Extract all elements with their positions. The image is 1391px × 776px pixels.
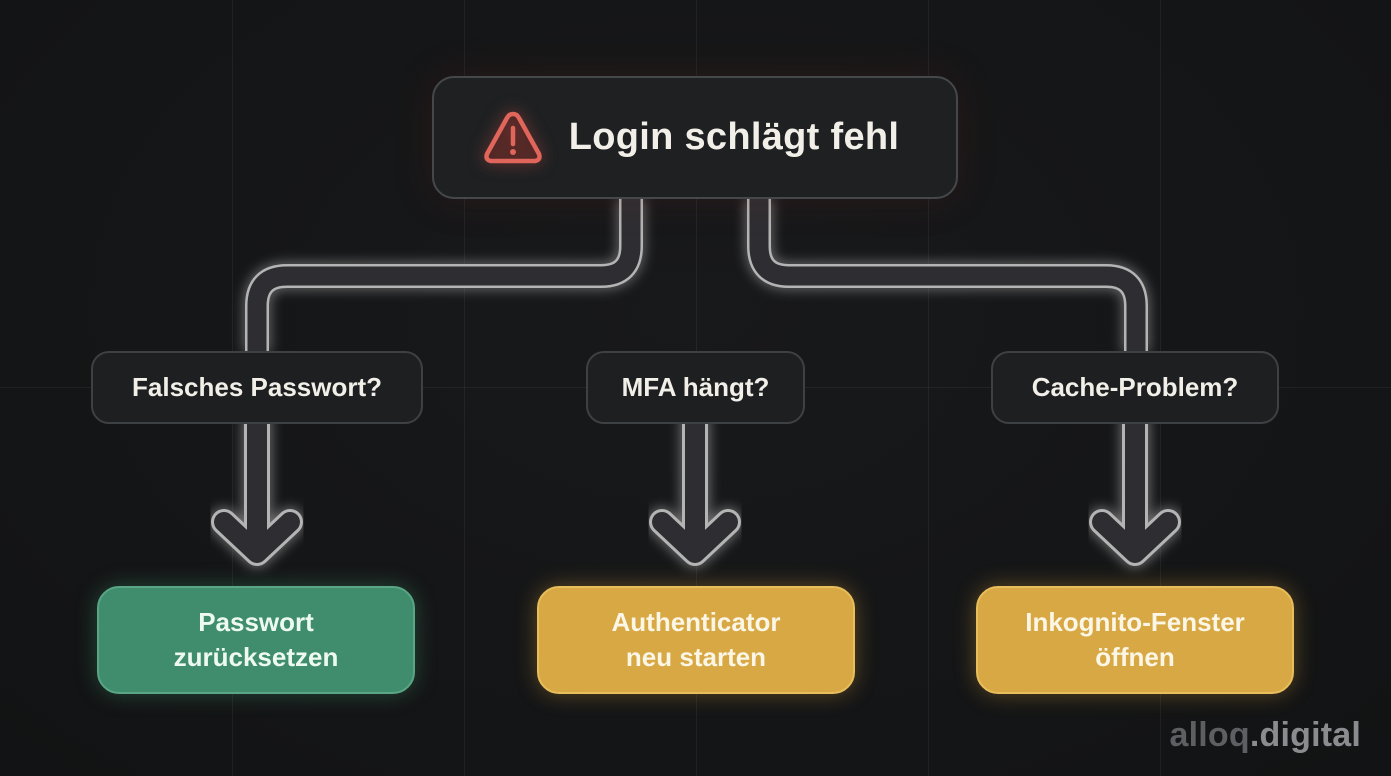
root-node: Login schlägt fehl xyxy=(432,76,958,199)
question-node: MFA hängt? xyxy=(586,351,805,424)
solution-line: zurücksetzen xyxy=(173,642,339,672)
solution-line: neu starten xyxy=(625,642,767,672)
brand-domain: .digital xyxy=(1249,716,1361,754)
question-node: Falsches Passwort? xyxy=(91,351,423,424)
brand-name: alloq xyxy=(1169,716,1250,754)
solution-line: öffnen xyxy=(1095,642,1175,672)
solution-node: Authenticator neu starten xyxy=(537,586,855,694)
root-title: Login schlägt fehl xyxy=(568,116,900,158)
question-label: MFA hängt? xyxy=(621,372,770,402)
arrow-down-icon xyxy=(211,411,303,566)
grid-line xyxy=(928,0,929,776)
connector-right xyxy=(747,199,1148,352)
connector-left xyxy=(245,199,643,352)
solution-node: Passwort zurücksetzen xyxy=(97,586,415,694)
warning-triangle-icon xyxy=(483,111,542,163)
grid-line xyxy=(464,0,465,776)
question-label: Falsches Passwort? xyxy=(132,372,382,402)
solution-line: Authenticator xyxy=(611,607,781,637)
brand-watermark: alloq.digital xyxy=(1170,716,1362,755)
solution-line: Passwort xyxy=(198,607,314,637)
solution-line: Inkognito-Fenster xyxy=(1025,607,1245,637)
arrow-down-icon xyxy=(1089,411,1181,566)
question-label: Cache-Problem? xyxy=(1031,372,1239,402)
solution-node: Inkognito-Fenster öffnen xyxy=(976,586,1294,694)
arrow-down-icon xyxy=(649,411,741,566)
question-node: Cache-Problem? xyxy=(991,351,1279,424)
